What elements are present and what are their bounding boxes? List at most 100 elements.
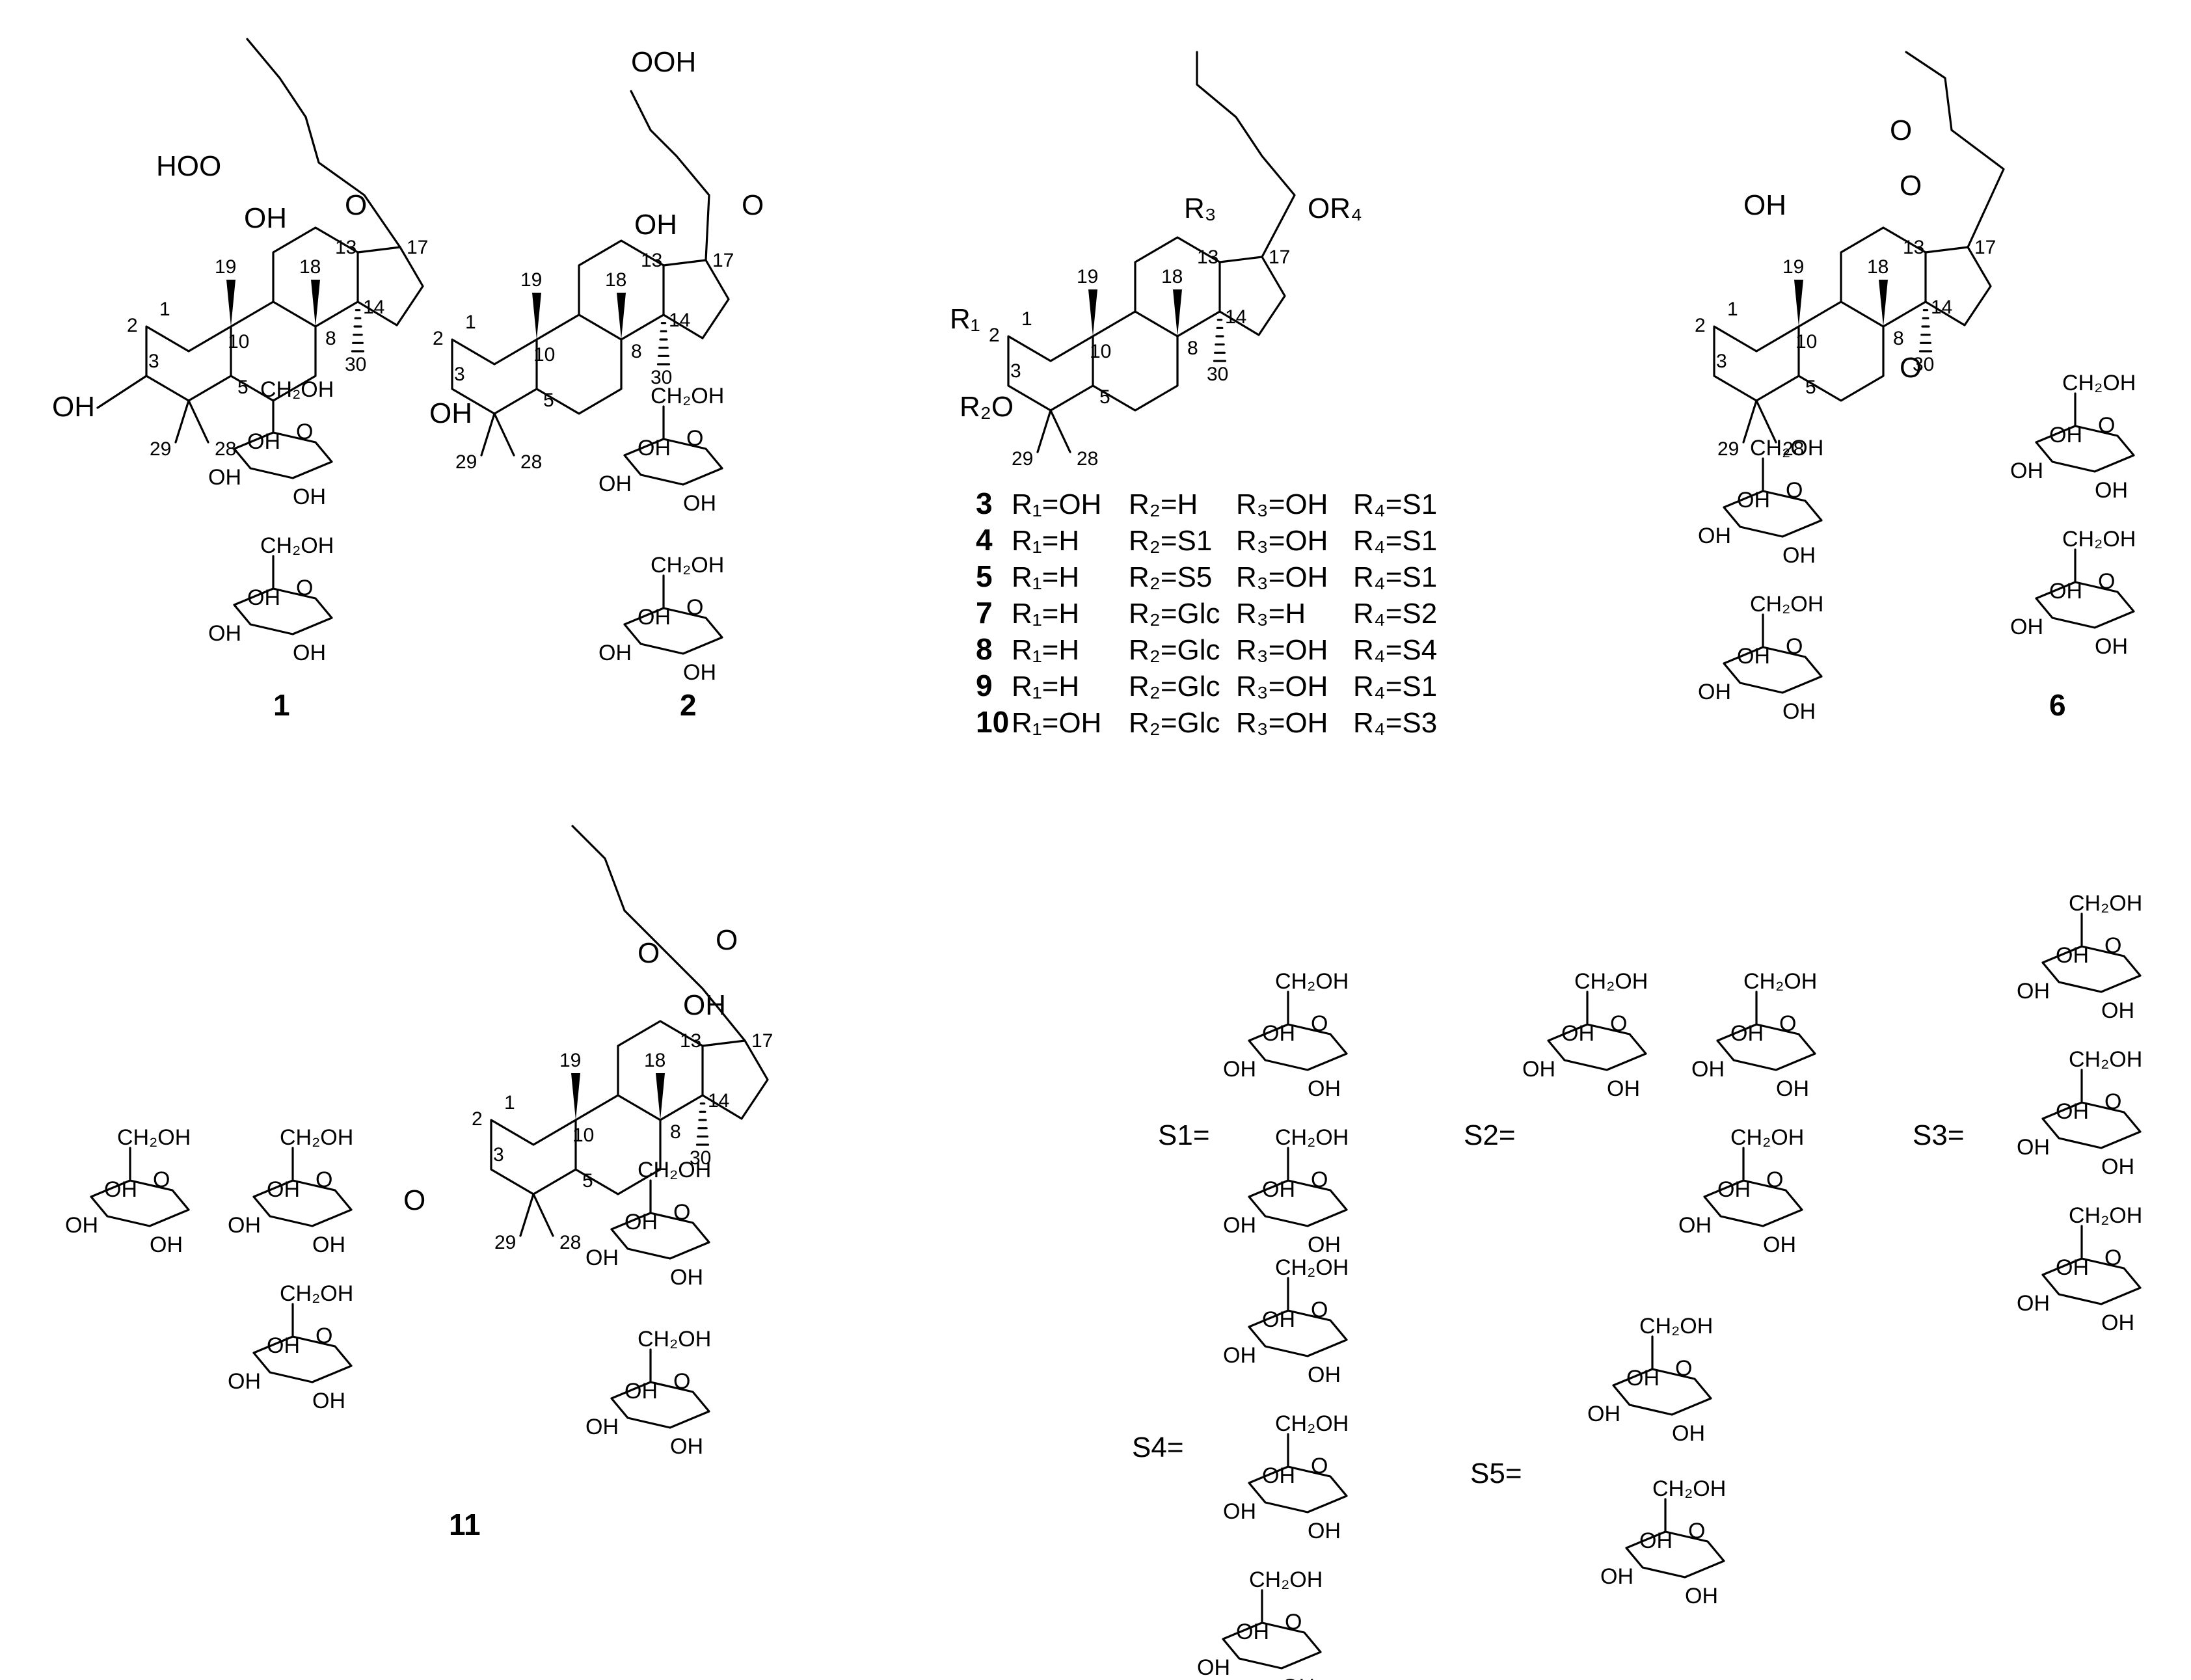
hydroxyl: OH: [1282, 1675, 1315, 1680]
hydroxyl: OH: [228, 1369, 261, 1394]
atom-number: 2: [989, 325, 1000, 346]
sugar-chain-label: S1=: [1158, 1119, 1210, 1151]
hydroxyl: OH: [1236, 1620, 1269, 1644]
ring-d: [701, 1039, 769, 1120]
atom-number: 29: [455, 451, 477, 473]
methyl-29: [519, 1193, 535, 1237]
hydroxyl: OH: [150, 1233, 183, 1257]
atom-number: 1: [1727, 299, 1738, 320]
compound-number: 4: [976, 523, 993, 557]
c3-oh-bond: [96, 375, 148, 409]
atom-number: 8: [325, 328, 336, 349]
atom-number: 13: [1197, 247, 1218, 268]
hydroxyl: OH: [1308, 1519, 1341, 1543]
ch2oh-group: CH₂OH: [260, 533, 334, 558]
atom-number: 30: [651, 367, 672, 388]
hydroxyl: OH: [1730, 1021, 1764, 1046]
r3-value: R₃=OH: [1236, 634, 1328, 666]
ring-oxygen: O: [1779, 1011, 1796, 1036]
r3-substituent: R₃: [1184, 193, 1216, 224]
r2-value: R₂=Glc: [1129, 598, 1220, 630]
atom-number: 19: [215, 256, 236, 278]
ring-oxygen: O: [2104, 1246, 2121, 1270]
r4-value: R₄=S1: [1353, 488, 1437, 520]
ring-oxygen: O: [2104, 933, 2121, 958]
methyl-18: [1879, 280, 1888, 327]
ring-oxygen: O: [1766, 1167, 1783, 1192]
r3-value: R₃=OH: [1236, 561, 1328, 593]
hydroxyl: OH: [2056, 1099, 2089, 1124]
hydroxyl: OH: [1223, 1499, 1256, 1524]
ring-oxygen: O: [673, 1369, 690, 1394]
sugar-chain-definitions: S1=CH₂OHOOHOHOHCH₂OHOOHOHOHS2=CH₂OHOOHOH…: [1132, 891, 2142, 1680]
hydroxyl: OH: [1262, 1177, 1295, 1202]
sugar-chain-label: S5=: [1470, 1458, 1522, 1489]
methyl-19: [532, 293, 541, 340]
hydroxyl: OH: [1223, 1343, 1256, 1368]
r2-value: R₂=Glc: [1129, 671, 1220, 702]
ring-b: [574, 1094, 662, 1195]
ring-oxygen: O: [2104, 1089, 2121, 1114]
atom-number: 10: [572, 1125, 594, 1146]
atom-number: 30: [1207, 364, 1228, 385]
c3-hydroxyl: OH: [429, 397, 472, 429]
hydroxyl: OH: [638, 605, 671, 630]
compound-number: 1: [273, 688, 290, 722]
hydroxyl: OH: [1600, 1564, 1633, 1589]
r4-value: R₄=S3: [1353, 707, 1437, 739]
methyl-29: [480, 412, 496, 457]
hydroxyl: OH: [1698, 524, 1731, 548]
r3-value: R₃=OH: [1236, 707, 1328, 739]
hydroxyl: OH: [670, 1434, 703, 1459]
atom-number: 5: [543, 390, 554, 411]
atom-number: 29: [150, 438, 171, 460]
ring-d: [662, 259, 730, 340]
atom-number: 1: [1021, 308, 1032, 330]
ring-c: [617, 1020, 704, 1121]
or4-substituent: OR₄: [1308, 193, 1362, 224]
compound-number: 5: [976, 559, 993, 593]
ring-c: [1134, 236, 1221, 338]
ketone-oxygen: O: [1890, 114, 1912, 146]
r3-value: R₃=OH: [1236, 488, 1328, 520]
atom-number: 29: [1717, 438, 1739, 460]
ch2oh-group: CH₂OH: [280, 1125, 353, 1150]
ch2oh-group: CH₂OH: [651, 553, 724, 578]
ring-oxygen: O: [1610, 1011, 1627, 1036]
ring-oxygen: O: [316, 1324, 332, 1348]
methyl-18: [1173, 289, 1182, 336]
atom-number: 13: [335, 237, 356, 258]
methyl-29: [174, 399, 190, 444]
ring-oxygen: O: [153, 1167, 170, 1192]
ch2oh-group: CH₂OH: [1750, 436, 1823, 460]
ch2oh-group: CH₂OH: [2062, 371, 2136, 395]
ring-b: [1797, 300, 1885, 402]
c20-hydroxyl: OH: [683, 989, 726, 1021]
atom-number: 28: [520, 451, 542, 473]
ch2oh-group: CH₂OH: [638, 1327, 711, 1352]
ch2oh-group: CH₂OH: [260, 377, 334, 402]
hydroxyl: OH: [1308, 1076, 1341, 1101]
atom-number: 14: [363, 297, 384, 318]
r4-value: R₄=S2: [1353, 598, 1437, 630]
atom-number: 18: [644, 1050, 665, 1071]
hydroxyl: OH: [1685, 1584, 1718, 1608]
ring-d: [356, 246, 424, 327]
hydroxyl: OH: [1626, 1366, 1660, 1391]
ring-c: [578, 239, 665, 341]
ring-c: [1840, 226, 1927, 328]
hydroxyl: OH: [1678, 1213, 1712, 1238]
hydroxyl: OH: [2010, 615, 2043, 639]
hydroxyl: OH: [2010, 459, 2043, 483]
